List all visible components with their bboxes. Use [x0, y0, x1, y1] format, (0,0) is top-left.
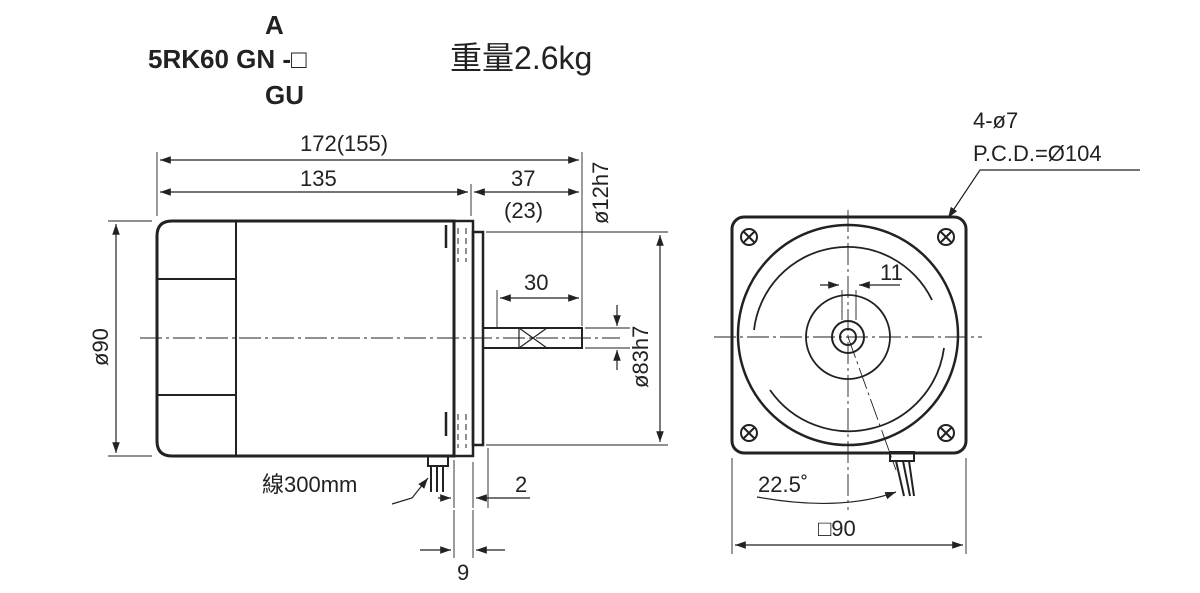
model-variant-gu: GU [265, 80, 304, 110]
lead-wires [427, 455, 449, 492]
dim-key-length: 30 [524, 270, 549, 295]
dim-total-length: 172(155) [300, 131, 389, 156]
dim-shaft-length-alt: (23) [504, 198, 544, 223]
dim-angle: 22.5˚ [758, 472, 809, 497]
weight-value: 2.6kg [514, 40, 593, 76]
weight-label: 重量2.6kg [450, 42, 592, 74]
model-variant-a: A [265, 10, 284, 40]
lead-wire-label: 線300mm [262, 472, 358, 497]
dim-flange-thickness: 9 [457, 560, 470, 585]
motor-body [155, 219, 456, 458]
dim-pilot-diameter: ø83h7 [628, 325, 653, 388]
dim-body-length: 135 [300, 166, 337, 191]
pcd-spec: P.C.D.=Ø104 [973, 141, 1102, 166]
dim-shaft-length: 37 [511, 166, 536, 191]
weight-label-text: 重量 [450, 40, 515, 76]
dim-flange-gap: 2 [515, 472, 528, 497]
model-number: 5RK60 GN -□ [148, 44, 307, 74]
dim-square: □90 [818, 516, 856, 541]
holes-spec: 4-ø7 [973, 108, 1019, 133]
dim-body-diameter: ø90 [88, 328, 113, 366]
front-view [714, 169, 1140, 554]
side-view [108, 152, 668, 558]
flange [452, 219, 475, 458]
dim-key-width: 11 [880, 260, 903, 285]
dim-shaft-diameter: ø12h7 [588, 161, 613, 224]
mounting-holes [740, 228, 955, 442]
square-flange [730, 215, 968, 455]
